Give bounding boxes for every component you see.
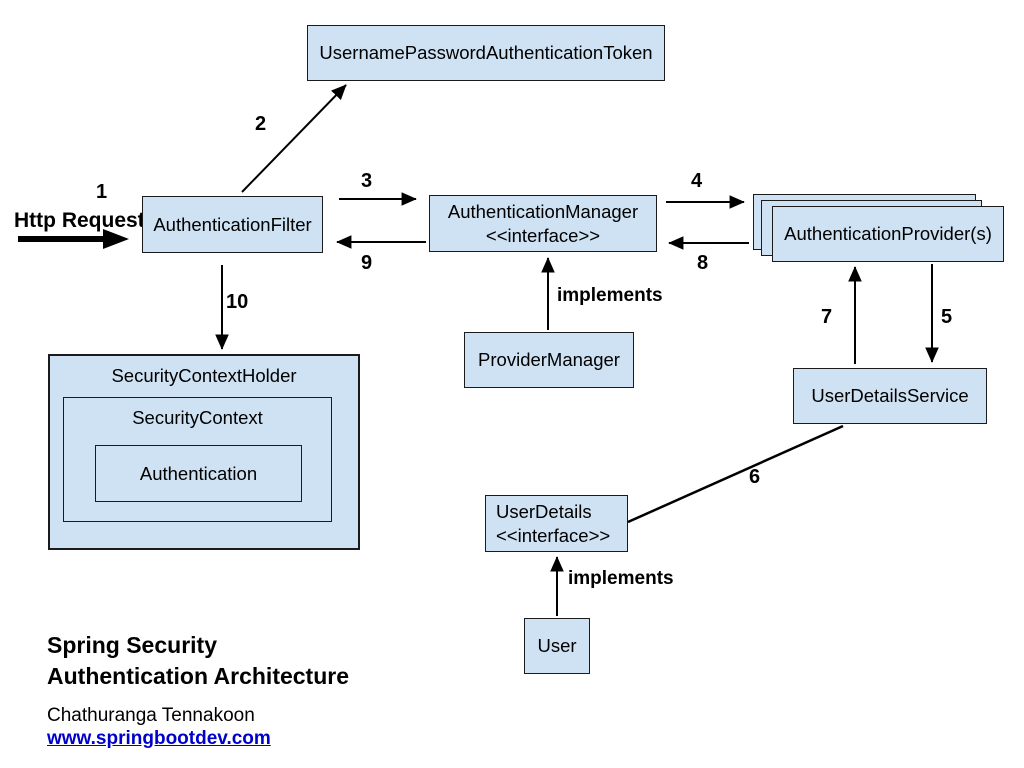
node-user-details: UserDetails <<interface>> [485, 495, 628, 552]
node-label: ProviderManager [478, 349, 620, 370]
node-authentication-providers: AuthenticationProvider(s) [772, 206, 1004, 262]
diagram-title-line2: Authentication Architecture [47, 663, 350, 689]
node-user-details-service: UserDetailsService [793, 368, 987, 424]
edge-label-6: 6 [749, 466, 761, 488]
edge-label-7: 7 [821, 306, 833, 328]
arrow-step2 [241, 84, 347, 193]
edge-label-8: 8 [697, 252, 709, 274]
node-label: AuthenticationManager [447, 200, 639, 222]
node-label: UsernamePasswordAuthenticationToken [319, 42, 653, 63]
node-label: AuthenticationProvider(s) [784, 223, 992, 244]
edge-label-1: 1 [96, 181, 108, 203]
node-label: AuthenticationFilter [153, 213, 312, 235]
edge-label-3: 3 [361, 170, 373, 192]
author-name: Chathuranga Tennakoon [47, 705, 255, 726]
http-request-arrowhead [103, 229, 129, 249]
node-provider-manager: ProviderManager [464, 332, 634, 388]
diagram-title-line1: Spring Security [47, 632, 217, 658]
node-stereotype: <<interface>> [485, 224, 601, 246]
footer-credit: Chathuranga Tennakoon www.springbootdev.… [47, 704, 271, 750]
edge-label-4: 4 [691, 170, 703, 192]
node-authentication-manager: AuthenticationManager <<interface>> [429, 195, 657, 252]
node-label: User [537, 635, 577, 656]
node-label: UserDetailsService [811, 385, 969, 406]
node-authentication-filter: AuthenticationFilter [142, 196, 323, 253]
edge-label-implements-manager: implements [557, 285, 663, 306]
edge-label-5: 5 [941, 306, 953, 328]
edge-label-10: 10 [226, 291, 249, 313]
node-label: SecurityContext [132, 407, 263, 428]
node-label: UserDetails [496, 500, 592, 522]
line-step6 [627, 424, 844, 524]
node-user: User [524, 618, 590, 674]
node-username-password-authentication-token: UsernamePasswordAuthenticationToken [307, 25, 665, 81]
edge-label-2: 2 [255, 113, 267, 135]
edge-label-9: 9 [361, 252, 373, 274]
node-label: Authentication [139, 462, 258, 484]
node-authentication: Authentication [95, 445, 302, 502]
diagram-title: Spring Security Authentication Architect… [47, 630, 349, 692]
edge-label-implements-user: implements [568, 568, 674, 589]
node-label: SecurityContextHolder [111, 365, 297, 386]
http-request-label: Http Request [14, 209, 145, 232]
website-link[interactable]: www.springbootdev.com [47, 728, 271, 749]
node-stereotype: <<interface>> [496, 524, 611, 546]
